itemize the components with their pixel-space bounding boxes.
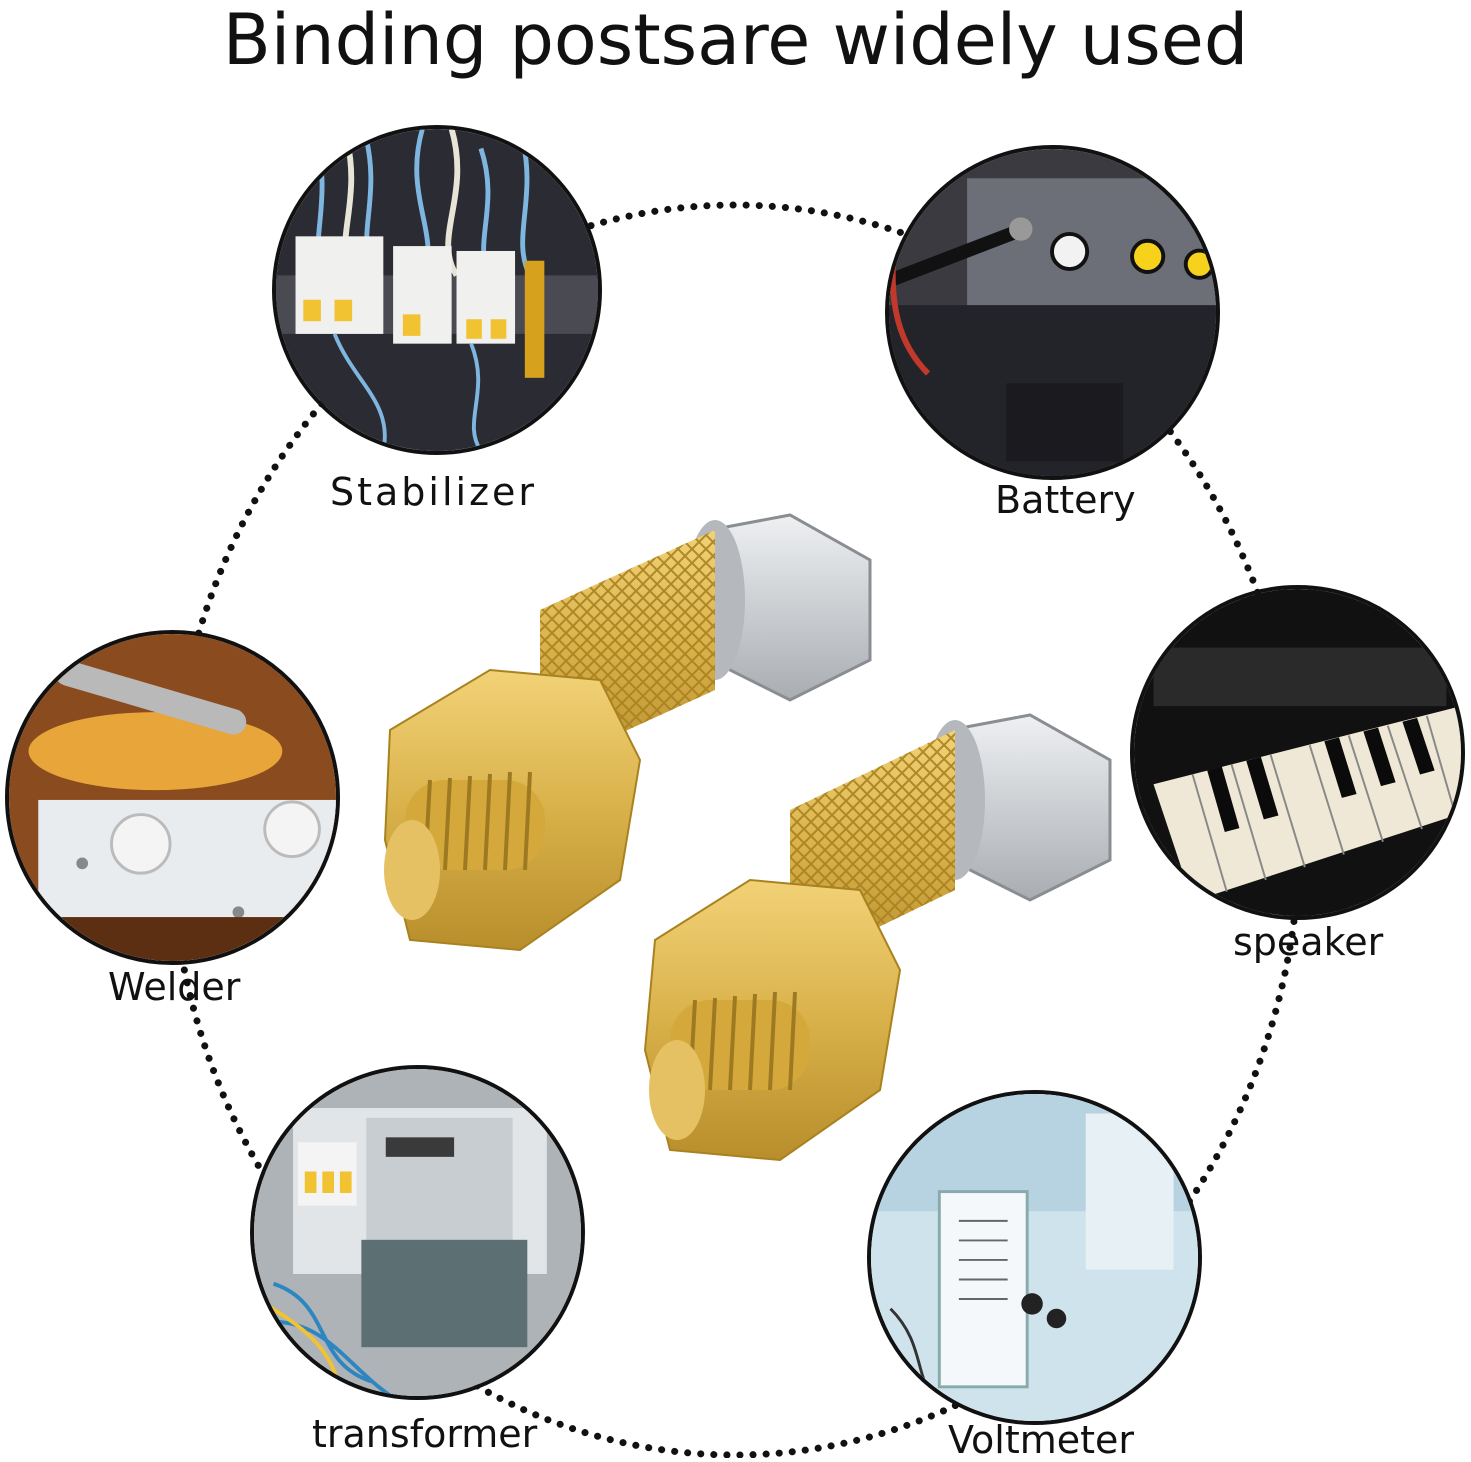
battery-label: Battery — [995, 478, 1136, 522]
transformer-label: transformer — [312, 1412, 538, 1456]
binding-post-2 — [643, 713, 1112, 1162]
welder-label: Welder — [108, 965, 241, 1009]
stabilizer-label: Stabilizer — [330, 470, 538, 514]
transformer-image — [250, 1065, 585, 1400]
voltmeter-label: Voltmeter — [948, 1418, 1135, 1462]
speaker-image — [1130, 585, 1465, 920]
binding-post-1 — [383, 513, 872, 952]
guitar-amp-icon — [889, 149, 1216, 476]
breaker-panel-icon — [276, 129, 598, 451]
piano-keys-icon — [1134, 589, 1461, 916]
battery-image — [885, 145, 1220, 480]
welder-image — [5, 630, 340, 965]
page-title: Binding postsare widely used — [222, 0, 1249, 81]
guitar-knobs-icon — [9, 634, 336, 961]
binding-post-product — [383, 513, 1112, 1162]
meter-cabinet-icon — [254, 1069, 581, 1396]
stabilizer-image — [272, 125, 602, 455]
speaker-label: speaker — [1233, 920, 1384, 964]
